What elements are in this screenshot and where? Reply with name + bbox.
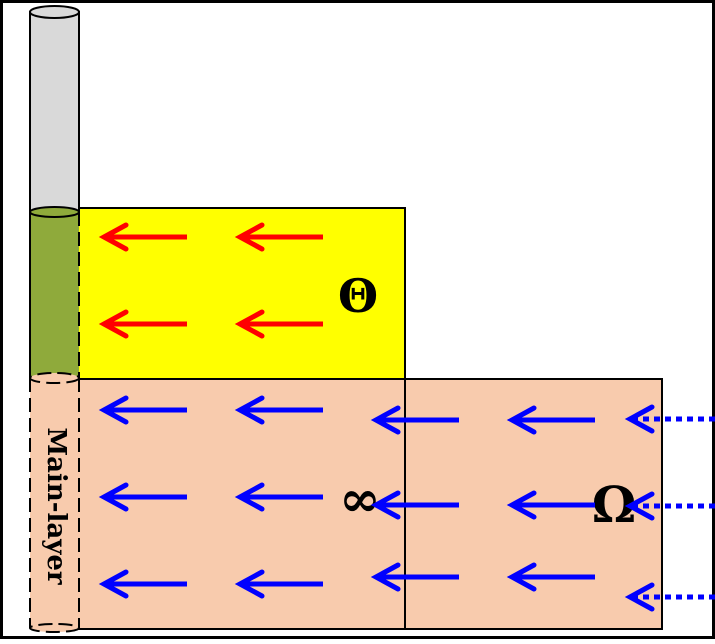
blue-arrow — [506, 490, 595, 520]
dotted-inflow-arrow — [624, 491, 715, 521]
blue-arrow — [234, 569, 323, 599]
tube-main-layer-section — [30, 378, 79, 628]
theta-label: Θ — [338, 269, 378, 323]
blue-arrow — [506, 562, 595, 592]
blue-arrow — [234, 482, 323, 512]
blue-arrow — [370, 490, 459, 520]
tube-green-top — [29, 206, 80, 218]
blue-arrow — [98, 569, 187, 599]
red-arrow — [98, 222, 187, 252]
infinity-label: ∞ — [339, 469, 381, 528]
blue-arrow — [98, 395, 187, 425]
tube-main-layer-top — [29, 372, 80, 384]
tube-top-cap — [29, 5, 80, 19]
dotted-inflow-arrow — [624, 404, 715, 434]
tube-bottom-cap — [29, 623, 80, 633]
blue-arrow — [506, 405, 595, 435]
red-arrow — [234, 222, 323, 252]
tube-green-section — [30, 212, 79, 378]
dotted-inflow-arrow — [624, 582, 715, 612]
blue-arrow — [370, 405, 459, 435]
blue-arrow — [234, 395, 323, 425]
tube — [29, 5, 80, 633]
red-arrow — [98, 309, 187, 339]
red-arrow — [234, 309, 323, 339]
blue-arrow — [370, 562, 459, 592]
blue-arrow — [98, 482, 187, 512]
main-layer-label: Main-layer — [41, 427, 71, 585]
flow-arrows — [98, 222, 715, 612]
tube-gray-section — [29, 11, 80, 213]
